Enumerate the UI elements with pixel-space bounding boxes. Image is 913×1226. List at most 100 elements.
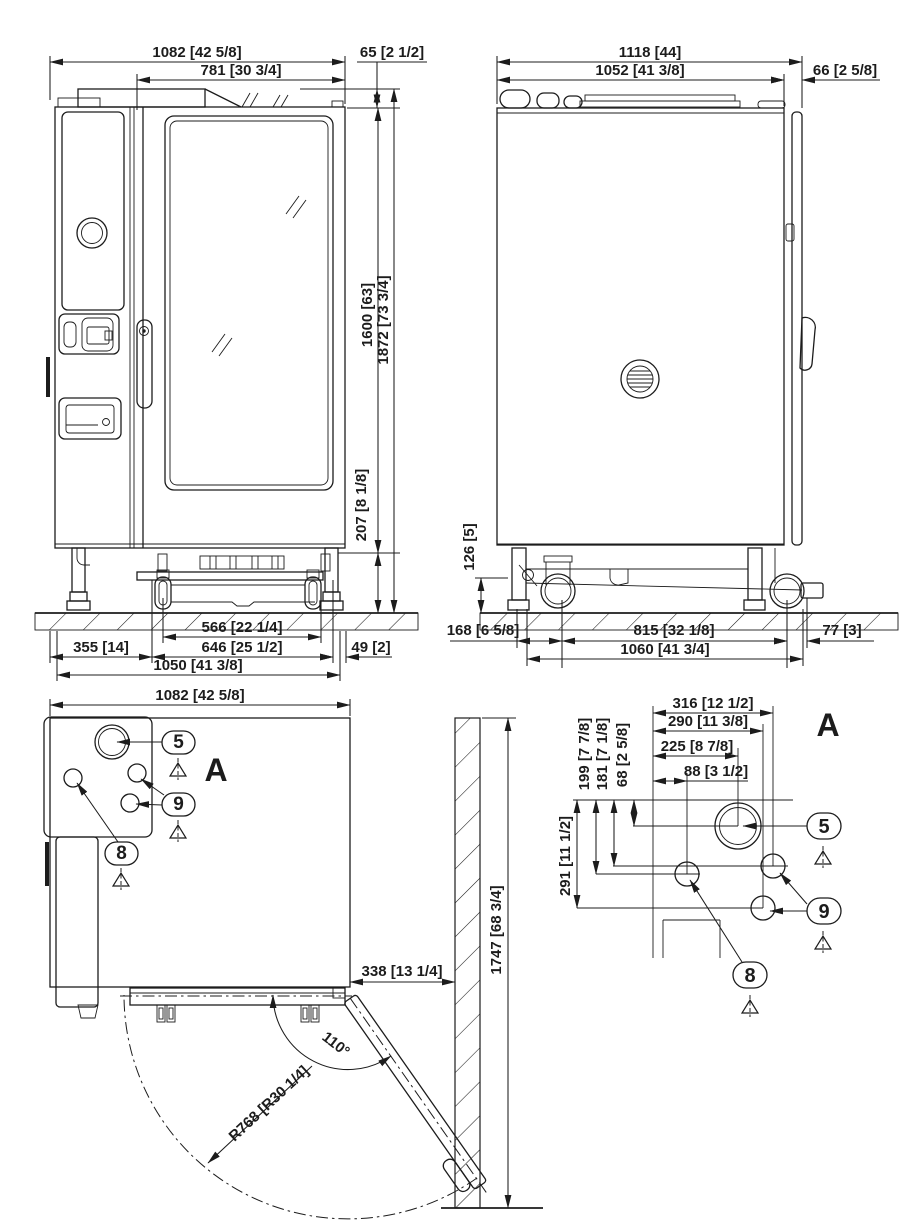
vent-symbol-icon [814,845,832,869]
oven-body-top [49,717,351,988]
dim-left-offset: 355 [14] [49,631,153,663]
door-angle-arc [269,994,392,1071]
dim-label: 290 [11 3/8] [668,713,748,730]
dim-foot-spacing: 1050 [41 3/8] [56,631,341,681]
vent-symbol-icon [814,930,832,954]
dim-wheel-spacing: 815 [32 1/8] [561,600,788,668]
dim-frame-depth: 1060 [41 3/4] [526,609,804,666]
vent-grille [620,359,660,399]
dim-label: 49 [2] [351,639,390,656]
dim-rail-spacing: 566 [22 1/4] [162,598,322,643]
dim-label: 566 [22 1/4] [202,619,283,636]
dim-label: 1060 [41 3/4] [620,641,709,658]
dim-overall-width: 1082 [42 5/8] [49,44,346,104]
dim-label: 1082 [42 5/8] [152,44,241,61]
dim-label: 77 [3] [822,622,861,639]
dim-68: 68 [2 5/8] [614,723,638,827]
detail-a-view: A 316 [12 1/2] 290 [11 3/8] 225 [8 7/8] … [557,695,842,1018]
vent-symbol-icon [169,819,187,843]
callout-5-detail: 5 [742,812,842,840]
dim-top-clearance: 65 [2 1/2] [300,44,427,109]
dim-label: 68 [2 5/8] [614,723,631,787]
svg-text:9: 9 [173,794,184,815]
right-leg [324,547,339,593]
svg-text:9: 9 [818,901,829,923]
wall-hatch [454,717,481,1209]
cart-rail [136,571,324,581]
svg-text:8: 8 [116,843,127,864]
vent-symbol-icon [112,867,130,891]
dim-label: 781 [30 3/4] [201,62,282,79]
dim-door-height: 1600 [63] [359,107,382,554]
door-swing-arc [123,994,478,1220]
dim-label: 1050 [41 3/8] [153,657,242,674]
vent-symbol-icon [169,757,187,781]
dim-base-clearance: 207 [8 1/8] [338,469,400,614]
cart-caster [304,576,322,610]
dim-door-projection: 338 [13 1/4] [349,963,456,986]
dim-swing-radius: R768 [R30 1/4] [207,1063,313,1164]
dim-underbody-clearance: 126 [5] [461,523,508,614]
dim-overall-width-top: 1082 [42 5/8] [49,687,351,716]
dim-label: 1600 [63] [359,283,376,347]
dim-label-angle: 110° [319,1028,353,1060]
door-latch [785,223,795,242]
drain-funnel [609,569,629,586]
control-column-top [43,716,153,838]
svg-text:8: 8 [744,965,755,987]
side-view: 1118 [44] 1052 [41 3/8] 66 [2 5/8] 126 [… [447,44,899,668]
dim-label: 1118 [44] [619,44,682,61]
dim-88: 88 [3 1/2] [652,763,748,785]
connection-8 [63,768,83,788]
usb-port [63,321,77,348]
dim-label: 199 [7 7/8] [576,718,593,791]
dim-label: 291 [11 1/2] [557,816,574,896]
dim-label: 65 [2 1/2] [360,44,424,61]
dim-door-width: 781 [30 3/4] [136,62,346,110]
dim-label: R768 [R30 1/4] [226,1063,313,1145]
vent-symbol-icon [741,994,759,1018]
dim-label: 815 [32 1/8] [634,622,715,639]
top-view: 5 A 9 8 110° R768 [R30 1/4] 10 [43,687,543,1220]
detail-a-marker: A [204,752,227,788]
glass-reflection-mark [285,195,300,215]
dim-right-offset: 49 [2] [315,631,392,663]
door-edge-side [791,111,803,546]
control-panel [61,111,125,311]
dim-frame-width: 646 [25 1/2] [151,580,334,663]
front-view: 1082 [42 5/8] 781 [30 3/4] 65 [2 1/2] 16… [34,44,427,681]
door-glass [164,115,334,491]
oven-body-front [54,106,346,549]
dim-label: 1082 [42 5/8] [155,687,244,704]
side-leg [511,547,527,601]
dim-body-depth: 1052 [41 3/8] [496,62,785,106]
hand-shower-compartment [58,397,122,440]
left-leg [71,547,86,593]
dim-label: 225 [8 7/8] [661,738,734,755]
svg-text:5: 5 [173,732,184,753]
roof-vent-stack [536,92,560,109]
glass-reflection-mark [211,333,226,353]
dim-199: 199 [7 7/8] [576,718,600,875]
dim-label: 168 [6 5/8] [447,622,520,639]
connection-9 [127,763,147,783]
control-knob [76,217,108,249]
connection-9 [120,793,140,813]
connection-8-detail [674,861,700,887]
caster-wheel [540,573,576,609]
dim-label: 1872 [73 3/4] [375,275,392,364]
svg-text:5: 5 [818,816,829,838]
roof-vent-stack [499,89,531,109]
usb-hand-shower-block [58,313,120,355]
dim-rear-overhang: 77 [3] [770,598,874,648]
dim-label: 355 [14] [73,639,129,656]
door-handle [136,319,153,409]
dim-wall-length: 1747 [68 3/4] [482,717,516,1209]
dim-overall-height: 1872 [73 3/4] [375,88,398,614]
dim-label: 88 [3 1/2] [684,763,748,780]
dim-291: 291 [11 1/2] [557,799,581,909]
dim-label: 646 [25 1/2] [202,639,283,656]
dim-316: 316 [12 1/2] [652,695,774,717]
